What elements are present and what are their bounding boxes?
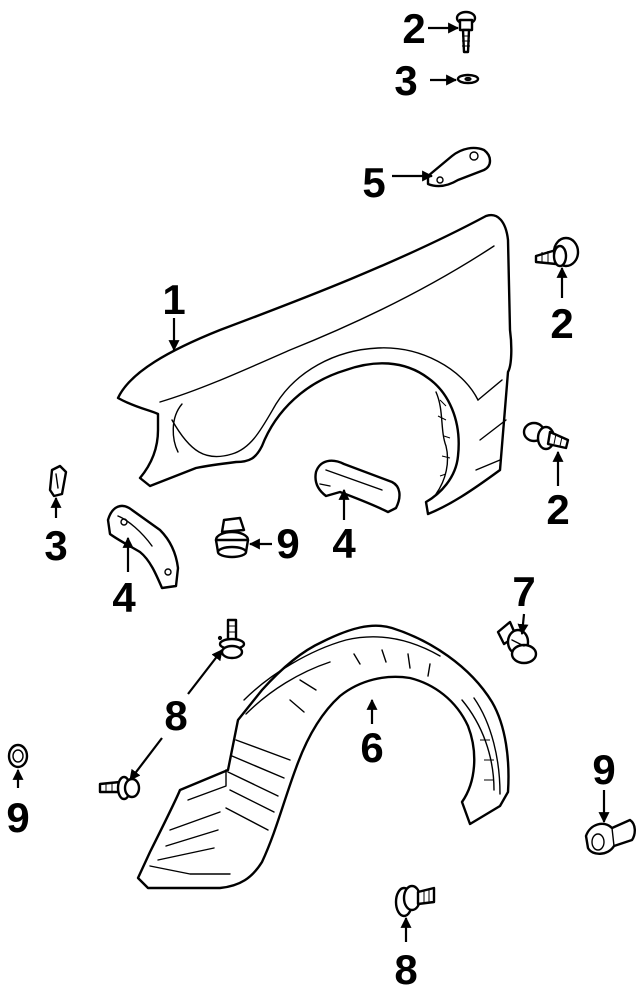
screw-part-8-upper[interactable] [217, 618, 246, 660]
callout-3-top: 3 [394, 57, 417, 104]
bolt-part-2-right-upper[interactable] [534, 236, 580, 268]
leader-8-upper-a [187, 649, 223, 695]
callout-5: 5 [362, 159, 385, 206]
callout-2-right-upper: 2 [550, 300, 573, 347]
fender-part[interactable] [116, 213, 513, 516]
callout-4-left: 4 [112, 574, 136, 621]
callout-2-top: 2 [402, 5, 425, 52]
callout-3-left: 3 [44, 522, 67, 569]
washer-part-3[interactable] [456, 73, 480, 85]
bracket-middle-part[interactable] [314, 459, 401, 514]
callout-9-left: 9 [6, 794, 29, 841]
leader-7 [517, 613, 529, 636]
callout-8-upper: 8 [164, 692, 187, 739]
leader-8-upper-b [129, 737, 163, 781]
screw-part-8-lower[interactable] [98, 775, 141, 801]
clip-part-9-right[interactable] [584, 818, 636, 855]
clip-part-7[interactable] [496, 620, 538, 665]
bolt-part-2-right-lower[interactable] [522, 421, 570, 451]
grommet-part-9-left[interactable] [7, 743, 29, 769]
shim-part-3[interactable] [48, 464, 68, 498]
screw-part-8-bottom[interactable] [394, 884, 436, 918]
callout-4-mid: 4 [332, 520, 356, 567]
callout-8-bottom: 8 [394, 946, 417, 992]
callout-9-right: 9 [592, 746, 615, 793]
callout-1: 1 [162, 276, 185, 323]
clip-part-9-mid[interactable] [214, 516, 250, 559]
callout-2-right-lower: 2 [546, 486, 569, 533]
bolt-part-2-top[interactable] [455, 10, 477, 54]
callout-7: 7 [512, 568, 535, 615]
callout-6: 6 [360, 724, 383, 771]
callout-9-mid: 9 [276, 520, 299, 567]
clip-part-5[interactable] [426, 146, 492, 188]
fender-liner-part[interactable] [136, 624, 510, 890]
